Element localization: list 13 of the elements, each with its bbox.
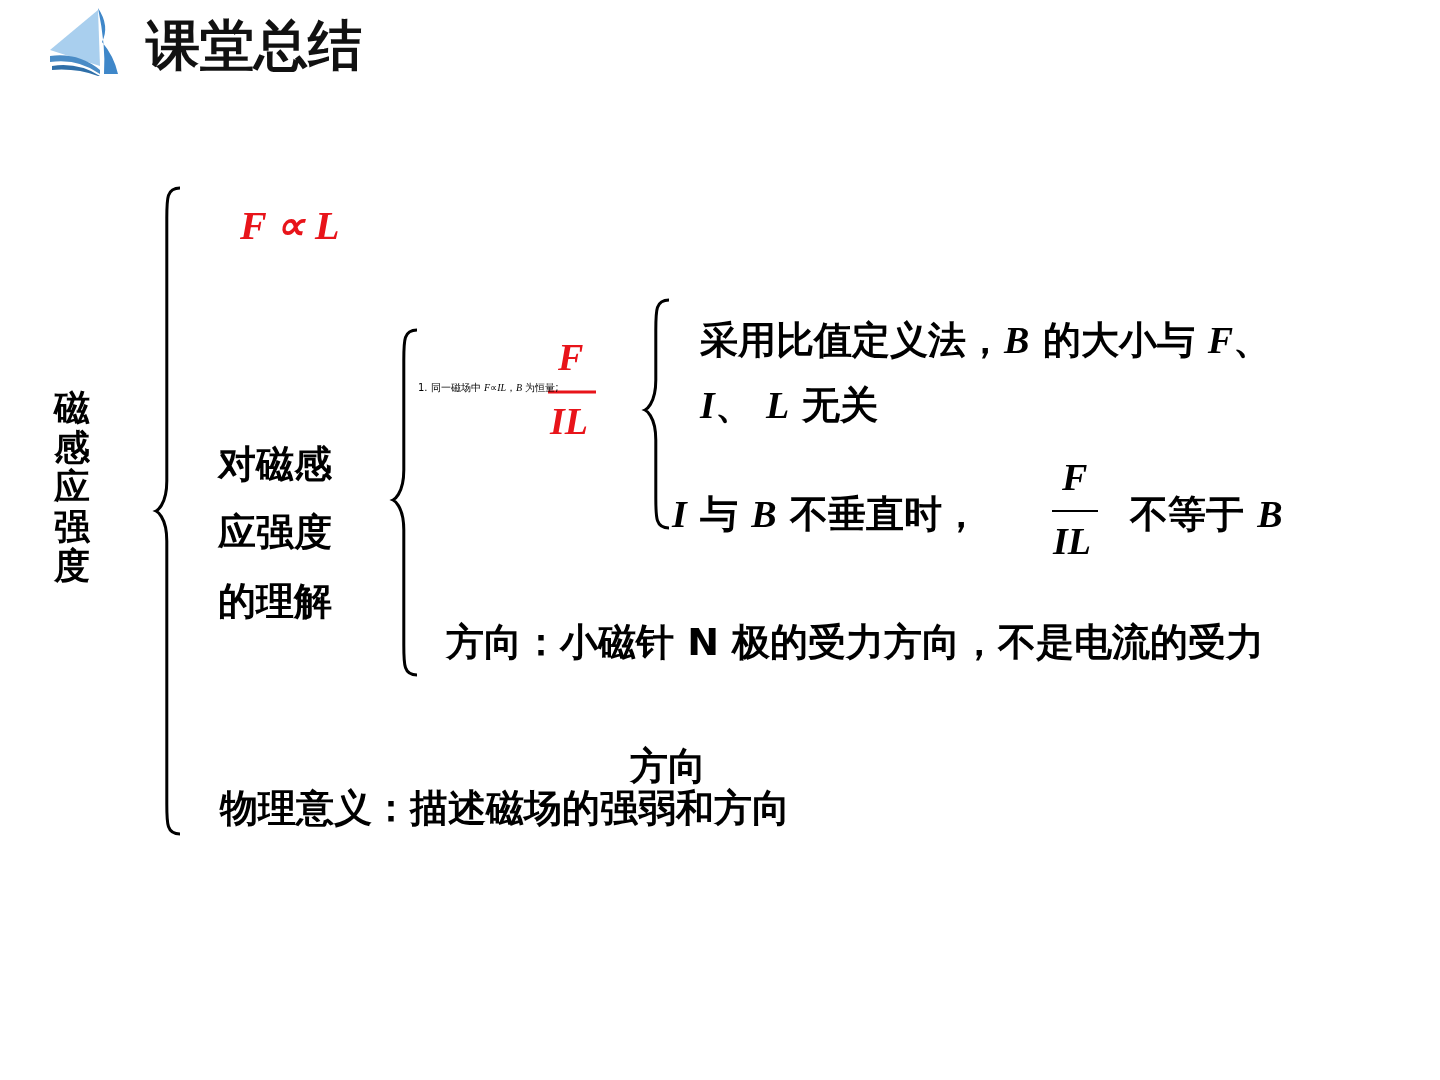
condition-text: 不等于 B [1130, 491, 1283, 538]
page-title: 课堂总结 [146, 13, 362, 79]
numerator-text: F [558, 338, 584, 376]
definition-text: 采用比值定义法，B 的大小与 F、 I、 L 无关 [700, 317, 1273, 429]
topic-text: 对磁感应强度的理解 [218, 441, 333, 625]
vertical-heading: 磁感应强度 [54, 388, 90, 586]
denominator-text: IL [550, 402, 588, 440]
condition-text: I 与 B 不垂直时， [672, 491, 980, 538]
note-text: 1. 同一磁场中 F∝IL，B 为恒量; [418, 381, 559, 395]
formula-text: F ∝ L [240, 206, 340, 246]
direction-text: 方向：小磁针 N 极的受力方向，不是电流的受力 [446, 619, 1266, 666]
numerator-text: F [1062, 458, 1088, 496]
denominator-text: IL [1053, 522, 1091, 560]
